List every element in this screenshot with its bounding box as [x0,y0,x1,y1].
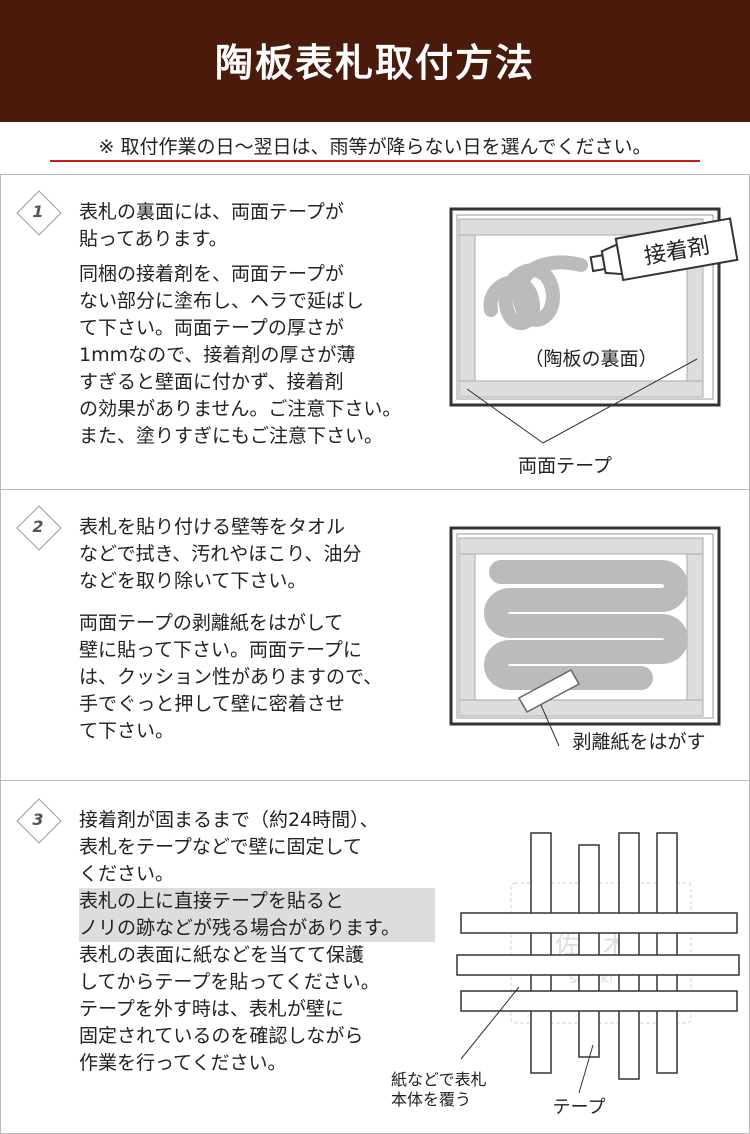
peeling-liner [517,668,581,714]
step-3-panel: 3 接着剤が固まるまで（約24時間）、 表札をテープなどで壁に固定して ください… [0,780,750,1134]
peel-label: 剥離紙をはがす [572,731,705,753]
adhesive-spread [484,560,688,690]
peel-pointer [540,704,560,747]
step-1-number: 1 [32,202,44,221]
page-title: 陶板表札取付方法 [214,41,535,85]
step-2-para2: 両面テープの剥離紙をはがして 壁に貼って下さい。両面テープに は、クッション性が… [79,612,383,742]
tape-bottom [458,699,704,717]
adhesive-tube: 接着剤 [589,217,739,282]
step-3-number: 3 [32,810,44,829]
paper-label-line1: 紙などで表札 [391,1070,487,1089]
step-3-para1: 接着剤が固まるまで（約24時間）、 表札をテープなどで壁に固定して ください。 [79,809,379,885]
paper-label: 紙などで表札 本体を覆う [391,1070,492,1109]
tape-horizontal-3 [460,990,738,1012]
tape-left [458,234,476,382]
tape-horizontal-2 [456,954,740,976]
tape-vertical-2 [578,844,600,1058]
tape-vertical-4 [656,832,678,1074]
tape-top [458,537,704,555]
tape-right [686,553,704,701]
step-2-number: 2 [32,517,44,536]
step-3-para2: 表札の表面に紙などを当てて保護 してからテープを貼ってください。 テープを外す時… [79,944,380,1074]
step-3-warning-highlight: 表札の上に直接テープを貼ると ノリの跡などが残る場合があります。 [79,888,435,942]
tape-label: 両面テープ [518,455,612,477]
step-1-illustration: 接着剤 （陶板の裏面） 両面テープ [449,207,739,477]
step-2-panel: 2 表札を貼り付ける壁等をタオル などで拭き、汚れやほこり、油分 などを取り除い… [0,489,750,781]
tape-horizontal-1 [460,912,738,934]
tape-bottom [458,380,704,398]
step-1-para2: 同梱の接着剤を、両面テープが ない部分に塗布し、ヘラで延ばし て下さい。両面テー… [79,263,402,447]
adhesive-squiggle [483,255,588,331]
tape-pointer-2 [542,358,698,444]
step-3-illustration: 佐々木 sasaki 紙などで表札 本体を覆う テープ [391,832,740,1118]
step-1-panel: 1 表札の裏面には、両面テープが 貼ってあります。 同梱の接着剤を、両面テープが… [0,174,750,490]
tape-left [458,553,476,701]
tape-label: テープ [553,1097,606,1118]
tape-vertical-1 [530,832,552,1074]
step-2-illustration: 剥離紙をはがす [449,526,721,753]
page-header: 陶板表札取付方法 [0,0,750,122]
tape-pointer-1 [466,388,544,444]
tile-back-label: （陶板の裏面） [524,348,657,370]
step-1-para1: 表札の裏面には、両面テープが 貼ってあります。 [79,201,344,250]
notice-text: ※ 取付作業の日～翌日は、雨等が降らない日を選んでください。 [50,132,700,162]
paper-label-line2: 本体を覆う [391,1090,471,1109]
paper-pointer [460,986,520,1060]
step-2-para1: 表札を貼り付ける壁等をタオル などで拭き、汚れやほこり、油分 などを取り除いて下… [79,516,362,592]
tape-pointer [578,1044,594,1094]
